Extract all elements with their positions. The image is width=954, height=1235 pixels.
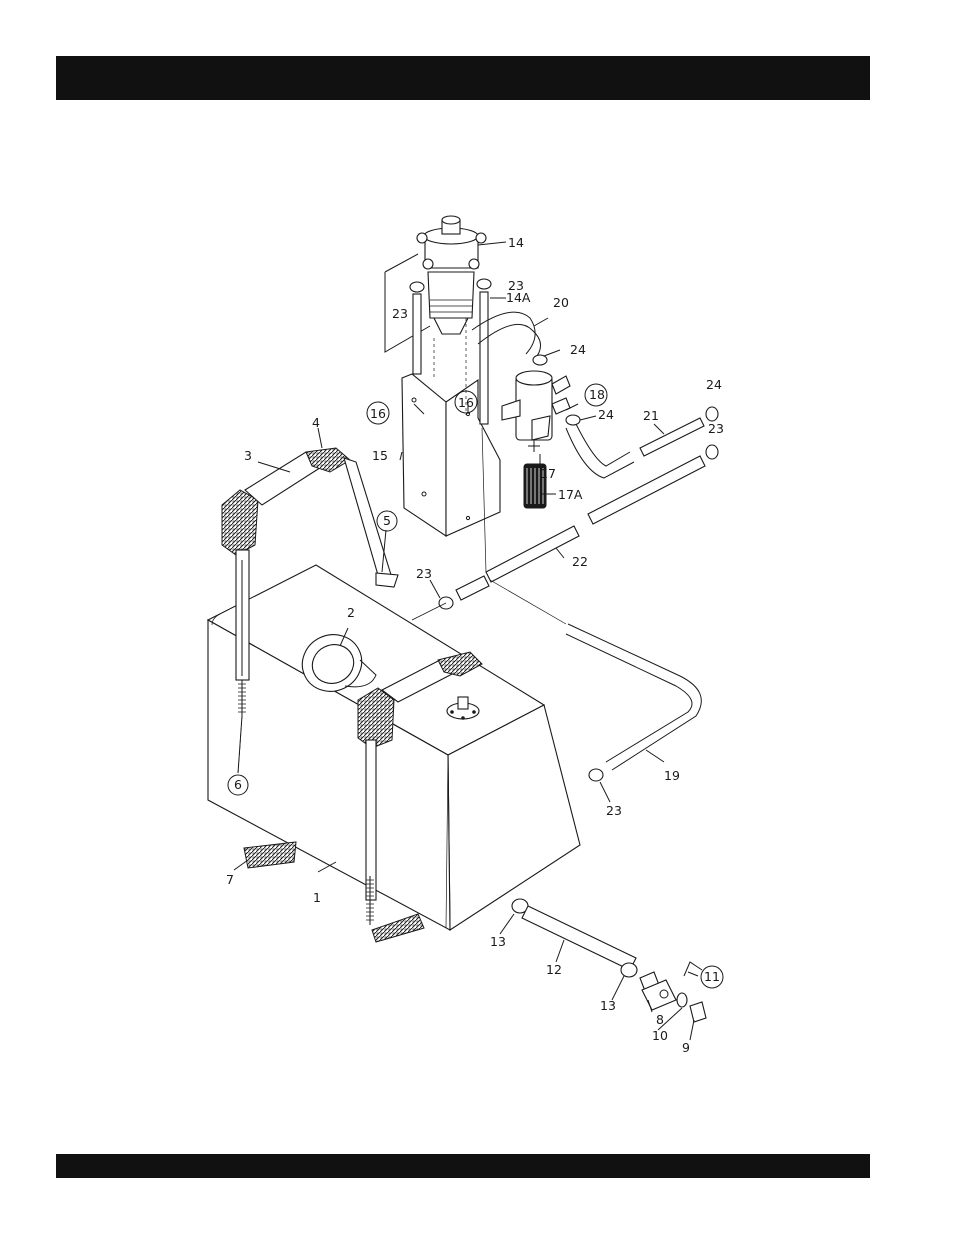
callout-16-left: 16 [370, 406, 386, 421]
callout-24-hose21: 24 [706, 377, 722, 392]
callout-20: 20 [553, 295, 569, 310]
callout-12: 12 [546, 962, 562, 977]
fuel-hose-21 [640, 418, 704, 456]
callout-16-right: 16 [458, 395, 474, 410]
callout-1: 1 [313, 890, 321, 905]
callout-23-filter-right: 23 [508, 278, 524, 293]
callout-2: 2 [347, 605, 355, 620]
fuel-pump [502, 371, 570, 452]
callout-23-hose19: 23 [606, 803, 622, 818]
callout-19: 19 [664, 768, 680, 783]
callout-15: 15 [372, 448, 388, 463]
fuel-hose-21-bend-a [566, 428, 634, 478]
callout-24-hose20: 24 [570, 342, 586, 357]
hose-clamp-24-a [533, 355, 547, 365]
callout-8: 8 [656, 1012, 664, 1027]
callout-23-hose22: 23 [416, 566, 432, 581]
callout-3: 3 [244, 448, 252, 463]
rubber-pad-right [372, 914, 424, 942]
fuel-hose-19 [566, 624, 701, 770]
hose-clamp-24-b [566, 415, 580, 425]
callout-22: 22 [572, 554, 588, 569]
callout-11: 11 [704, 969, 720, 984]
callout-21: 21 [643, 408, 659, 423]
hose-clamp-23-d [706, 445, 718, 459]
hose-clamp-24-c [706, 407, 718, 421]
callout-13-lower: 13 [600, 998, 616, 1013]
fuel-hose-21-bend-b [576, 424, 630, 466]
callout-7: 7 [226, 872, 234, 887]
callout-5: 5 [383, 513, 391, 528]
callout-6: 6 [234, 777, 242, 792]
callout-17: 17 [540, 466, 556, 481]
callout-23-hose21: 23 [708, 421, 724, 436]
callout-18: 18 [589, 387, 605, 402]
callout-13-upper: 13 [490, 934, 506, 949]
footer-band [56, 1154, 870, 1178]
callout-17a: 17A [558, 487, 583, 502]
callout-4: 4 [312, 415, 320, 430]
rubber-pad-left [244, 842, 296, 868]
callout-23-filter-left: 23 [392, 306, 408, 321]
callout-10: 10 [652, 1028, 668, 1043]
callout-24-pump: 24 [598, 407, 614, 422]
callout-9: 9 [682, 1040, 690, 1055]
fuel-tank [208, 565, 580, 930]
hose-clamp-23-b [589, 769, 603, 781]
callout-14: 14 [508, 235, 524, 250]
